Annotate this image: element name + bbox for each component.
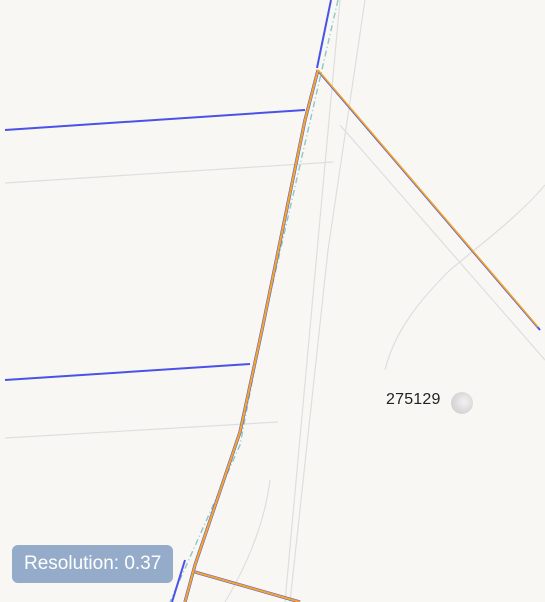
- resolution-badge: Resolution: 0.37: [12, 545, 174, 583]
- dashed-centerline: [169, 0, 339, 602]
- selected-boundary-line[interactable]: [317, 69, 539, 328]
- selected-boundary-line[interactable]: [194, 570, 301, 602]
- road-edge-line: [4, 421, 279, 439]
- road-edge-line: [284, 0, 341, 602]
- base-lines: [4, 0, 545, 602]
- road-edge-line: [224, 479, 271, 602]
- parcel-boundary-line[interactable]: [4, 363, 251, 381]
- parcel-boundary-line[interactable]: [316, 0, 332, 69]
- road-edge-line: [289, 0, 366, 602]
- road-edge-line: [4, 161, 334, 184]
- parcel-boundaries[interactable]: [4, 0, 541, 602]
- parcel-boundary-line[interactable]: [4, 109, 306, 131]
- road-edge-line: [339, 124, 545, 361]
- parcel-boundary-line[interactable]: [171, 559, 186, 602]
- parcel-number-label[interactable]: 275129: [386, 391, 441, 408]
- selected-parcel-boundary[interactable]: [183, 69, 539, 602]
- circle-marker-icon[interactable]: [451, 392, 473, 414]
- road-edge-line: [384, 184, 545, 371]
- selected-boundary-line[interactable]: [183, 69, 320, 602]
